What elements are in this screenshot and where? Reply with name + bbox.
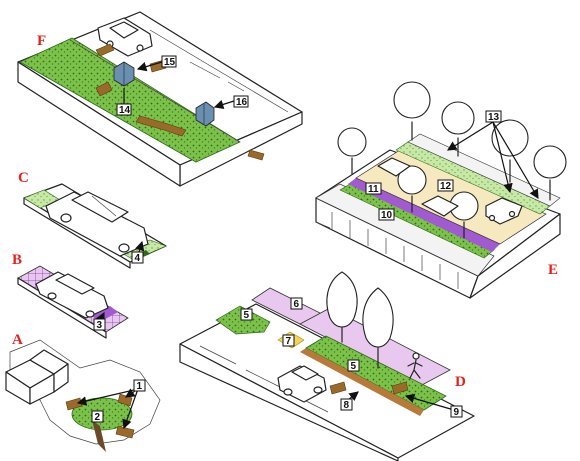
flow-arrow-icon xyxy=(135,115,187,137)
svg-text:4: 4 xyxy=(135,253,141,264)
panel-c: C 4 xyxy=(18,170,167,269)
panel-d: D 5 6 7 5 8 9 xyxy=(179,271,475,461)
tree-icon xyxy=(326,271,358,343)
car-icon xyxy=(35,271,109,319)
tree-icon xyxy=(393,81,431,141)
overflow-riser-icon xyxy=(195,101,215,127)
svg-text:9: 9 xyxy=(454,407,460,418)
panel-label-b: B xyxy=(12,252,22,268)
panel-label-f: F xyxy=(37,33,46,49)
callout-5-right: 5 xyxy=(347,359,360,372)
tree-icon xyxy=(533,145,567,201)
car-icon xyxy=(377,157,411,177)
callout-3: 3 xyxy=(93,311,106,331)
callout-8: 8 xyxy=(340,391,359,411)
callout-5-left: 5 xyxy=(240,308,253,321)
svg-text:16: 16 xyxy=(236,97,248,108)
svg-text:8: 8 xyxy=(344,400,350,411)
callout-10: 10 xyxy=(378,208,395,221)
house-icon xyxy=(5,349,69,405)
pedestrian-icon xyxy=(407,352,423,379)
svg-text:6: 6 xyxy=(294,299,300,310)
callout-2: 2 xyxy=(91,410,104,423)
svg-text:7: 7 xyxy=(286,336,292,347)
tree-icon xyxy=(491,119,529,183)
callout-1: 1 xyxy=(76,379,146,430)
car-icon xyxy=(277,365,327,403)
flow-arrow-icon xyxy=(247,149,265,161)
permeable-strip-11 xyxy=(348,178,500,252)
panel-f: F 15 14 16 xyxy=(17,11,303,187)
callout-12: 12 xyxy=(437,179,454,192)
panel-label-c: C xyxy=(18,170,29,186)
panel-e: E 13 11 12 10 xyxy=(315,81,567,299)
flow-arrow-icon xyxy=(115,425,135,439)
flow-arrow-icon xyxy=(95,43,115,57)
svg-text:14: 14 xyxy=(119,105,131,116)
check-dam-structure-icon xyxy=(113,61,135,87)
svg-text:5: 5 xyxy=(351,361,357,372)
callout-16: 16 xyxy=(213,95,249,110)
svg-text:3: 3 xyxy=(97,320,103,331)
svg-text:5: 5 xyxy=(244,310,250,321)
callout-13: 13 xyxy=(446,110,539,200)
svg-text:15: 15 xyxy=(164,57,176,68)
callout-6: 6 xyxy=(290,297,303,310)
panel-a: A 1 2 xyxy=(5,332,161,452)
downspout-channel xyxy=(92,420,106,452)
callout-4: 4 xyxy=(131,240,145,264)
svg-text:2: 2 xyxy=(95,412,101,423)
svg-text:11: 11 xyxy=(368,184,379,195)
callout-14: 14 xyxy=(116,88,132,116)
svg-text:13: 13 xyxy=(488,112,500,123)
car-icon xyxy=(45,191,149,257)
svg-text:1: 1 xyxy=(137,381,143,392)
callout-7: 7 xyxy=(282,334,295,347)
flow-arrow-icon xyxy=(329,381,347,395)
tree-icon xyxy=(397,165,427,213)
callout-15: 15 xyxy=(136,55,177,72)
panel-f-slab-edge-left xyxy=(17,61,181,187)
car-icon xyxy=(485,197,523,225)
svg-text:10: 10 xyxy=(381,210,393,221)
tree-icon xyxy=(441,101,475,157)
flow-arrow-icon xyxy=(391,381,409,395)
panel-label-e: E xyxy=(548,262,558,278)
callout-9: 9 xyxy=(404,393,463,418)
panel-label-d: D xyxy=(455,374,466,390)
tree-icon xyxy=(337,127,367,175)
tree-icon xyxy=(362,287,394,369)
panel-b: B 3 xyxy=(12,252,129,339)
flow-arrow-icon xyxy=(95,81,113,97)
panel-label-a: A xyxy=(12,332,23,348)
car-icon xyxy=(421,195,459,217)
svg-text:12: 12 xyxy=(440,181,452,192)
callout-11: 11 xyxy=(365,182,382,195)
